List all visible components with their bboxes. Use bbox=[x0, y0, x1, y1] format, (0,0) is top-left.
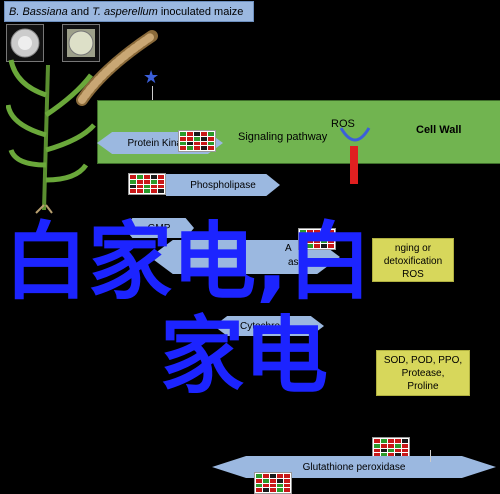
fungus-thumbnail-1 bbox=[6, 24, 44, 62]
receptor-icon bbox=[339, 127, 371, 142]
petri-dish-icon bbox=[67, 29, 95, 57]
heatmap-icon bbox=[178, 130, 216, 152]
antioxidants-line-2: Protease, bbox=[401, 368, 445, 379]
phospholipase-label: Phospholipase bbox=[190, 179, 256, 191]
cell-wall-label: Cell Wall bbox=[416, 124, 462, 136]
overlay-watermark-line-2: 家电 bbox=[160, 307, 329, 405]
antioxidants-box: SOD, POD, PPO, Protease, Proline bbox=[376, 350, 470, 396]
glutathione-peroxidase-label: Glutathione peroxidase bbox=[302, 461, 406, 473]
detox-line-1: nging or bbox=[394, 243, 432, 254]
cytochrome-node: Cytochro bbox=[214, 316, 324, 336]
detox-line-3: ROS bbox=[402, 269, 424, 280]
heatmap-icon bbox=[372, 437, 410, 459]
petri-dish-icon bbox=[10, 28, 40, 58]
pathway-node-ase-label: ase bbox=[288, 257, 305, 268]
larva-illustration bbox=[76, 30, 158, 106]
phospholipase-node: Phospholipase bbox=[166, 174, 280, 196]
gmp-node: GMP bbox=[124, 218, 194, 238]
star-icon: ★ bbox=[143, 67, 160, 87]
maize-plant-illustration bbox=[6, 59, 96, 214]
overlay-watermark-line-1: 白家电,白 bbox=[4, 213, 372, 311]
protein-kinase-label: Protein Kinase bbox=[127, 137, 193, 149]
signaling-pathway-label: Signaling pathway bbox=[238, 131, 328, 143]
detox-line-2: detoxification bbox=[383, 256, 443, 267]
title-rest: inoculated maize bbox=[157, 6, 244, 18]
antioxidants-line-1: SOD, POD, PPO, bbox=[383, 355, 463, 366]
heatmap-icon bbox=[128, 173, 166, 195]
cytochrome-label: Cytochro bbox=[240, 320, 281, 332]
thioredoxin-label: Thioredoxin bbox=[318, 478, 371, 489]
title-and: and bbox=[67, 6, 93, 18]
connector-line bbox=[430, 450, 431, 462]
ros-red-bar bbox=[350, 146, 358, 184]
pathway-node-a-label: A bbox=[285, 243, 292, 254]
title-species-t: T. asperellum bbox=[92, 6, 158, 18]
ros-detoxification-box: nging or detoxification ROS bbox=[372, 238, 454, 282]
figure-title: B. Bassiana and T. asperellum inoculated… bbox=[4, 1, 254, 22]
heatmap-icon bbox=[254, 472, 292, 494]
ros-label: ROS bbox=[331, 118, 355, 130]
antioxidants-line-3: Proline bbox=[407, 381, 439, 392]
fungus-thumbnail-2 bbox=[62, 24, 100, 62]
heatmap-icon bbox=[298, 228, 336, 250]
title-species-b: B. Bassiana bbox=[9, 6, 68, 18]
gmp-label: GMP bbox=[147, 222, 171, 234]
